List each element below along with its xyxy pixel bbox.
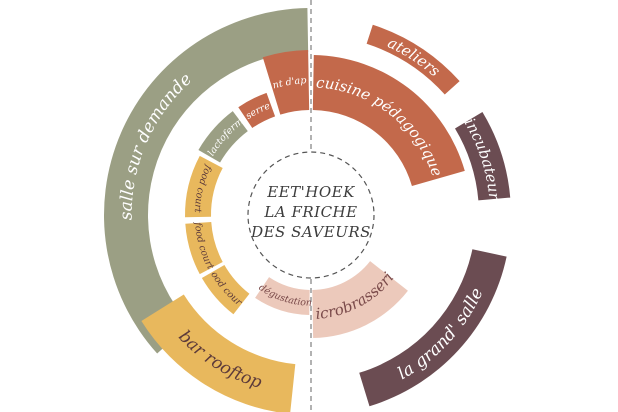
segment-compost-lacto-band: [198, 111, 248, 163]
segment-bar-rooftop: bar rooftop: [141, 294, 296, 412]
segment-food-court-1-band: [201, 265, 250, 315]
segment-la-grand-salle-label: la grand' salle: [394, 285, 487, 384]
center-title-line-2: LA FRICHE: [263, 203, 357, 221]
segment-cuisine-pedagogique-band: [312, 55, 465, 187]
segment-bar-rooftop-band: [141, 294, 296, 412]
segment-la-grand-salle-band: [359, 249, 507, 407]
segment-degustation: dégustation: [255, 277, 312, 315]
segment-ateliers-label: ateliers: [385, 33, 444, 80]
segment-serre-band: [238, 92, 276, 128]
segment-food-court-3: food court: [185, 155, 223, 218]
segment-food-court-3-band: [185, 155, 223, 218]
center-title-line-1: EET'HOEK: [266, 183, 355, 201]
segment-salle-sur-demande-band: [103, 8, 309, 354]
segment-serre: serre: [238, 92, 276, 128]
center-circle: [247, 151, 375, 279]
center-title-line-3: DES SAVEURS: [250, 223, 371, 241]
segment-food-court-2: food court: [185, 221, 223, 275]
segment-incubateur: incubateur: [455, 111, 511, 201]
segment-ateliers-band: [366, 24, 460, 95]
segment-food-court-2-band: [185, 221, 223, 275]
segment-microbrasserie-band: [312, 261, 408, 338]
segment-incubateur-band: [455, 111, 511, 201]
segment-restaurant-app-band: [262, 50, 310, 115]
segment-degustation-band: [255, 277, 310, 315]
